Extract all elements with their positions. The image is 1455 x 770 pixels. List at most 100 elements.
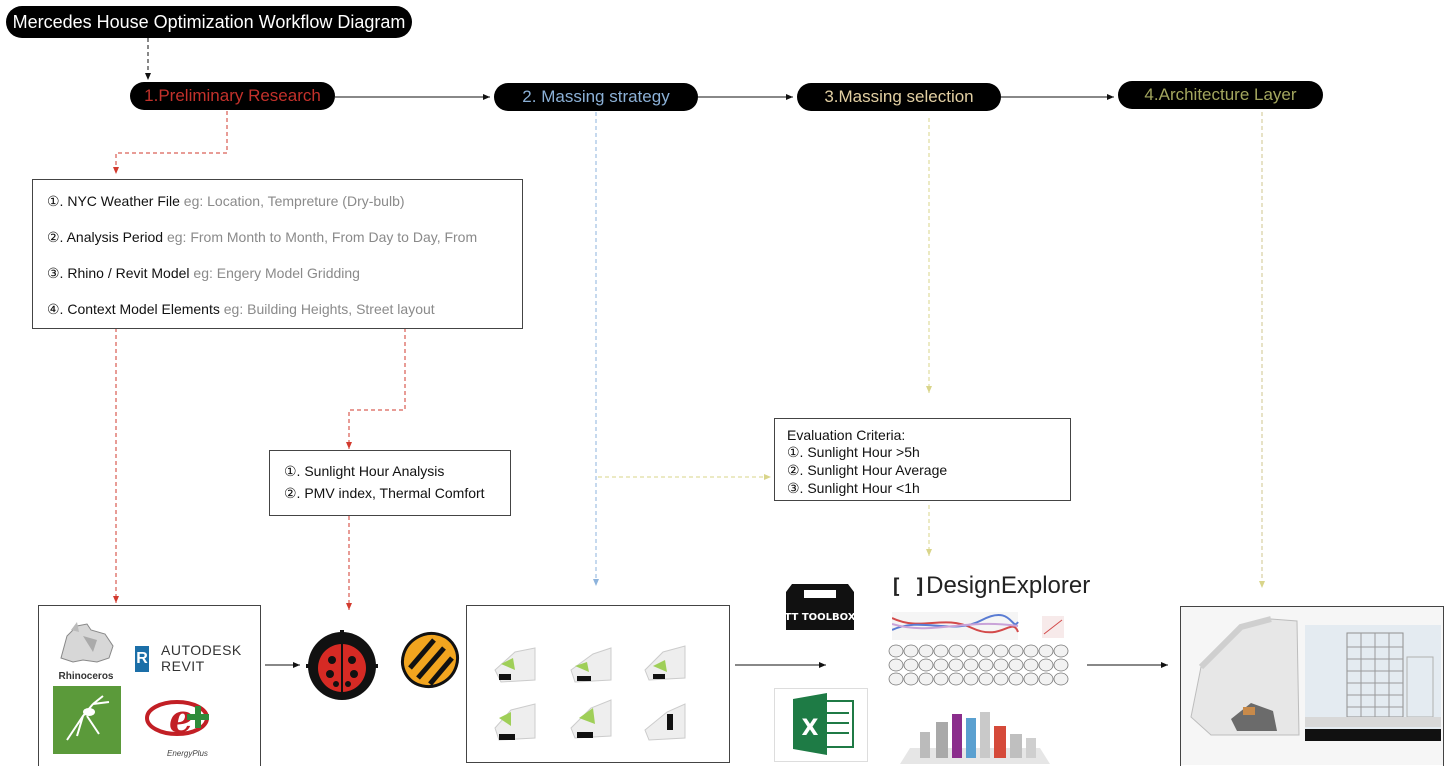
option-thumbnail [948,658,964,672]
option-thumbnail [888,658,904,672]
analysis-box: ①. Sunlight Hour Analysis ②. PMV index, … [269,450,511,516]
design-explorer-label-a: Design [926,572,1001,599]
input-example: eg: Building Heights, Street layout [223,301,435,317]
diagram-title: Mercedes House Optimization Workflow Dia… [6,6,412,38]
input-example: eg: Location, Tempreture (Dry-bulb) [183,193,405,209]
option-thumbnail [1023,672,1039,686]
option-thumbnail [1008,672,1024,686]
input-key: Analysis Period [66,229,164,245]
option-thumbnail [933,672,949,686]
massing-option [570,699,612,739]
option-thumbnail [963,658,979,672]
option-thumbnail [1023,644,1039,658]
massing-options-grid [494,645,686,741]
design-explorer-icon: [ ] [890,574,927,598]
input-key: Context Model Elements [67,301,220,317]
input-number: ①. [47,193,64,209]
architecture-render [1181,607,1443,765]
diagram-title-text: Mercedes House Optimization Workflow Dia… [12,11,406,32]
energyplus-logo: e EnergyPlus [145,692,225,758]
option-thumbnail [963,672,979,686]
energyplus-label: EnergyPlus [167,749,208,758]
option-thumbnail [1038,672,1054,686]
architecture-render-box [1180,606,1444,766]
rhino-label: Rhinoceros [58,671,114,682]
step-2-pill: 2. Massing strategy [494,83,698,111]
evaluation-criteria-box: Evaluation Criteria: ①. Sunlight Hour >5… [774,418,1071,501]
massing-option [644,703,686,741]
step-4-label: 4.Architecture Layer [1144,85,1297,104]
option-thumbnail [948,644,964,658]
input-example: eg: From Month to Month, From Day to Day… [166,229,478,245]
option-thumbnail [888,672,904,686]
analysis-item: ①. Sunlight Hour Analysis [284,463,445,479]
honeybee-icon [398,628,462,692]
option-thumbnail [1038,658,1054,672]
massing-option [570,647,612,683]
revit-label: REVIT [161,658,205,674]
massing-option [644,645,686,681]
analysis-item: ②. PMV index, Thermal Comfort [284,485,485,501]
input-number: ④. [47,301,64,317]
toolbox-icon: TT TOOLBOX [784,584,856,630]
step-3-pill: 3.Massing selection [797,83,1001,111]
design-explorer-label-b: Explorer [1000,572,1091,599]
option-thumbnail [963,644,979,658]
option-thumbnail [918,658,934,672]
massing-option [494,703,536,741]
input-row: ④. Context Model Elements eg: Building H… [47,301,435,318]
criteria-item: ②. Sunlight Hour Average [787,462,948,478]
option-thumbnail [1053,672,1069,686]
input-row: ③. Rhino / Revit Model eg: Engery Model … [47,265,360,282]
option-thumbnail [948,672,964,686]
step-4-pill: 4.Architecture Layer [1118,81,1323,109]
option-thumbnail [993,672,1009,686]
design-explorer-logo: [ ]DesignExplorer [890,572,1090,604]
input-key: Rhino / Revit Model [67,265,190,281]
input-parameters-box: ①. NYC Weather File eg: Location, Tempre… [32,179,523,329]
city-massing-model [900,708,1050,764]
criteria-heading: Evaluation Criteria: [787,427,906,443]
options-thumbnail-grid [888,644,1074,686]
option-thumbnail [903,672,919,686]
option-thumbnail [888,644,904,658]
revit-icon: R [135,646,149,672]
massing-options-box [466,605,730,763]
revit-logo: R AUTODESK REVIT [135,642,255,682]
option-thumbnail [918,644,934,658]
step-1-pill: 1.Preliminary Research [130,82,335,110]
option-thumbnail [933,644,949,658]
step-1-label: 1.Preliminary Research [144,86,321,105]
software-logos-box: Rhinoceros R AUTODESK REVIT e EnergyPlus [38,605,261,766]
input-example: eg: Engery Model Gridding [193,265,360,281]
input-key: NYC Weather File [67,193,180,209]
input-row: ①. NYC Weather File eg: Location, Tempre… [47,193,405,210]
toolbox-logo: TT TOOLBOX [778,580,862,632]
option-thumbnail [1038,644,1054,658]
option-thumbnail [1008,644,1024,658]
option-thumbnail [1008,658,1024,672]
toolbox-label: TT TOOLBOX [784,612,855,623]
ladybug-icon [306,630,378,702]
option-thumbnail [933,658,949,672]
autodesk-label: AUTODESK [161,642,242,658]
rhino-icon [60,622,114,663]
option-thumbnail [918,672,934,686]
excel-icon: X [774,688,868,762]
input-number: ②. [47,229,64,245]
step-2-label: 2. Massing strategy [522,87,670,106]
option-thumbnail [1023,658,1039,672]
step-3-label: 3.Massing selection [824,87,974,106]
energyplus-icon: e [145,696,209,741]
criteria-item: ①. Sunlight Hour >5h [787,444,920,460]
option-thumbnail [1053,644,1069,658]
option-thumbnail [978,658,994,672]
option-thumbnail [903,644,919,658]
massing-option [494,647,536,683]
rhino-logo: Rhinoceros [53,616,119,682]
input-number: ③. [47,265,64,281]
parallel-coordinates-plot [891,612,1072,642]
criteria-item: ③. Sunlight Hour <1h [787,480,920,496]
option-thumbnail [993,658,1009,672]
